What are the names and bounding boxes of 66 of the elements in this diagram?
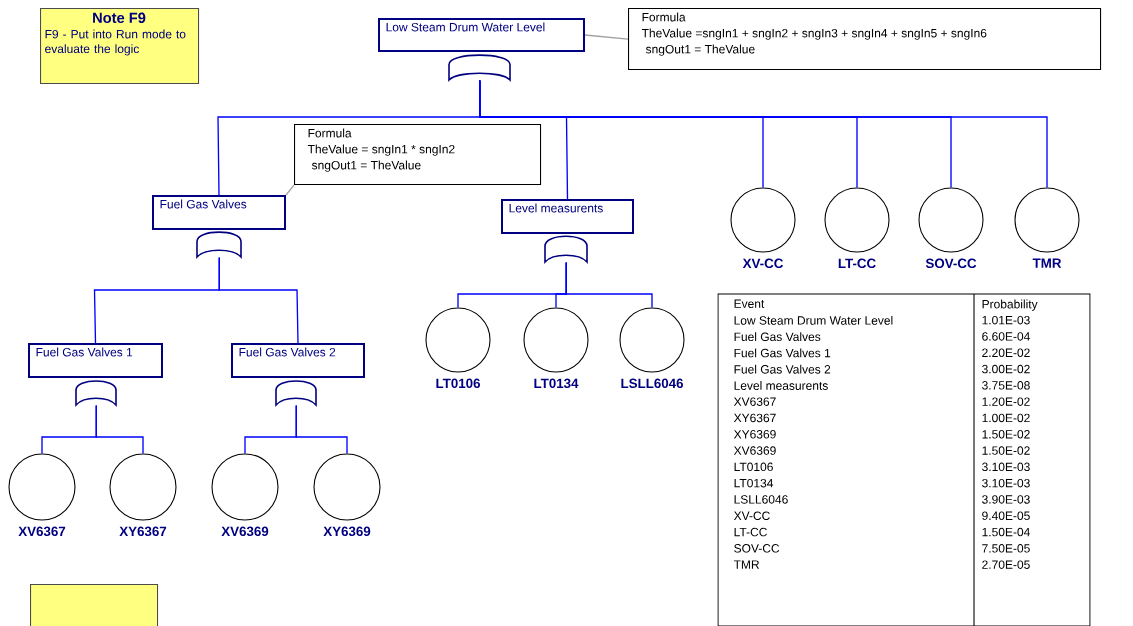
table-cell: 1.50E-02 bbox=[982, 446, 1030, 455]
note-box: Note F9 F9 - Put into Run mode to evaluate the logic bbox=[40, 8, 200, 85]
table-cell: 3.90E-03 bbox=[982, 495, 1030, 504]
formula-box: Formula TheValue =sngIn1 + sngIn2 + sngIn3 + sngIn4 + sngIn5 + sngIn6 sngOut1 = TheValue bbox=[628, 8, 1102, 71]
note-box bbox=[30, 584, 159, 626]
event-label: XV6367 bbox=[18, 526, 66, 537]
table-cell: 3.75E-08 bbox=[982, 381, 1030, 390]
or-gate bbox=[275, 380, 317, 406]
connector-line bbox=[295, 404, 348, 455]
table-cell: 1.50E-02 bbox=[982, 430, 1030, 439]
table-cell: SOV-CC bbox=[734, 544, 780, 553]
event-label: XV-CC bbox=[742, 258, 783, 269]
event-label: LSLL6046 bbox=[621, 378, 684, 389]
event-label: LT0106 bbox=[436, 378, 480, 389]
connector-line bbox=[95, 404, 144, 455]
table-cell: XY6369 bbox=[733, 430, 776, 439]
table-cell: XV6367 bbox=[733, 397, 776, 406]
connector-line bbox=[565, 261, 653, 309]
event-label: XV6369 bbox=[221, 526, 269, 537]
event-label: XY6367 bbox=[119, 526, 167, 537]
table-cell: XV6369 bbox=[733, 446, 776, 455]
event-box: Fuel Gas Valves bbox=[152, 195, 286, 230]
table-cell: 1.20E-02 bbox=[982, 397, 1030, 406]
leader-line bbox=[285, 184, 295, 196]
table-cell: XV-CC bbox=[733, 511, 770, 520]
event-label: TMR bbox=[1032, 258, 1062, 268]
event-label: XY6369 bbox=[323, 526, 371, 537]
table-cell: TMR bbox=[733, 560, 760, 569]
table-cell: XY6367 bbox=[733, 413, 776, 423]
table-cell: 7.50E-05 bbox=[982, 544, 1030, 553]
table-cell: 2.70E-05 bbox=[982, 560, 1030, 569]
table-cell: 3.10E-03 bbox=[982, 462, 1030, 472]
table-cell: 1.01E-03 bbox=[982, 315, 1030, 325]
table-cell: Low Steam Drum Water Level bbox=[734, 315, 893, 325]
event-box: Fuel Gas Valves 2 bbox=[231, 343, 365, 378]
table-cell: Fuel Gas Valves 2 bbox=[734, 364, 831, 374]
event-label: LT0134 bbox=[534, 378, 579, 389]
event-box: Fuel Gas Valves 1 bbox=[28, 343, 163, 378]
table-cell: Fuel Gas Valves bbox=[734, 332, 821, 342]
event-box: Level measurents bbox=[501, 199, 634, 234]
table-cell: 6.60E-04 bbox=[982, 332, 1030, 341]
or-gate bbox=[544, 235, 588, 263]
table-cell: 3.10E-03 bbox=[982, 478, 1030, 488]
connector-line bbox=[218, 256, 299, 344]
table-cell: 1.00E-02 bbox=[982, 413, 1030, 423]
or-gate bbox=[448, 54, 511, 81]
event-label: SOV-CC bbox=[925, 258, 977, 269]
table-cell: 1.50E-04 bbox=[982, 527, 1030, 537]
table-cell: LSLL6046 bbox=[734, 495, 788, 504]
table-cell: LT0106 bbox=[734, 462, 773, 472]
table-cell: 3.00E-02 bbox=[982, 364, 1030, 374]
event-label: LT-CC bbox=[838, 258, 876, 269]
table-cell: Level measurents bbox=[734, 381, 828, 390]
event-box: Low Steam Drum Water Level bbox=[378, 18, 585, 52]
formula-box: Formula TheValue = sngIn1 * sngIn2 sngOut1 = TheValue bbox=[294, 124, 542, 186]
table-cell: Fuel Gas Valves 1 bbox=[734, 348, 831, 358]
or-gate bbox=[75, 380, 117, 406]
leader-line bbox=[584, 34, 629, 40]
table-cell: 9.40E-05 bbox=[982, 511, 1030, 520]
table-cell: 2.20E-02 bbox=[982, 348, 1030, 357]
table-cell: Probability bbox=[982, 299, 1038, 311]
or-gate bbox=[196, 231, 242, 258]
table-cell: LT0134 bbox=[734, 478, 774, 488]
connector-line bbox=[479, 79, 1048, 189]
table-cell: Event bbox=[734, 299, 765, 308]
table-cell: LT-CC bbox=[734, 527, 767, 537]
